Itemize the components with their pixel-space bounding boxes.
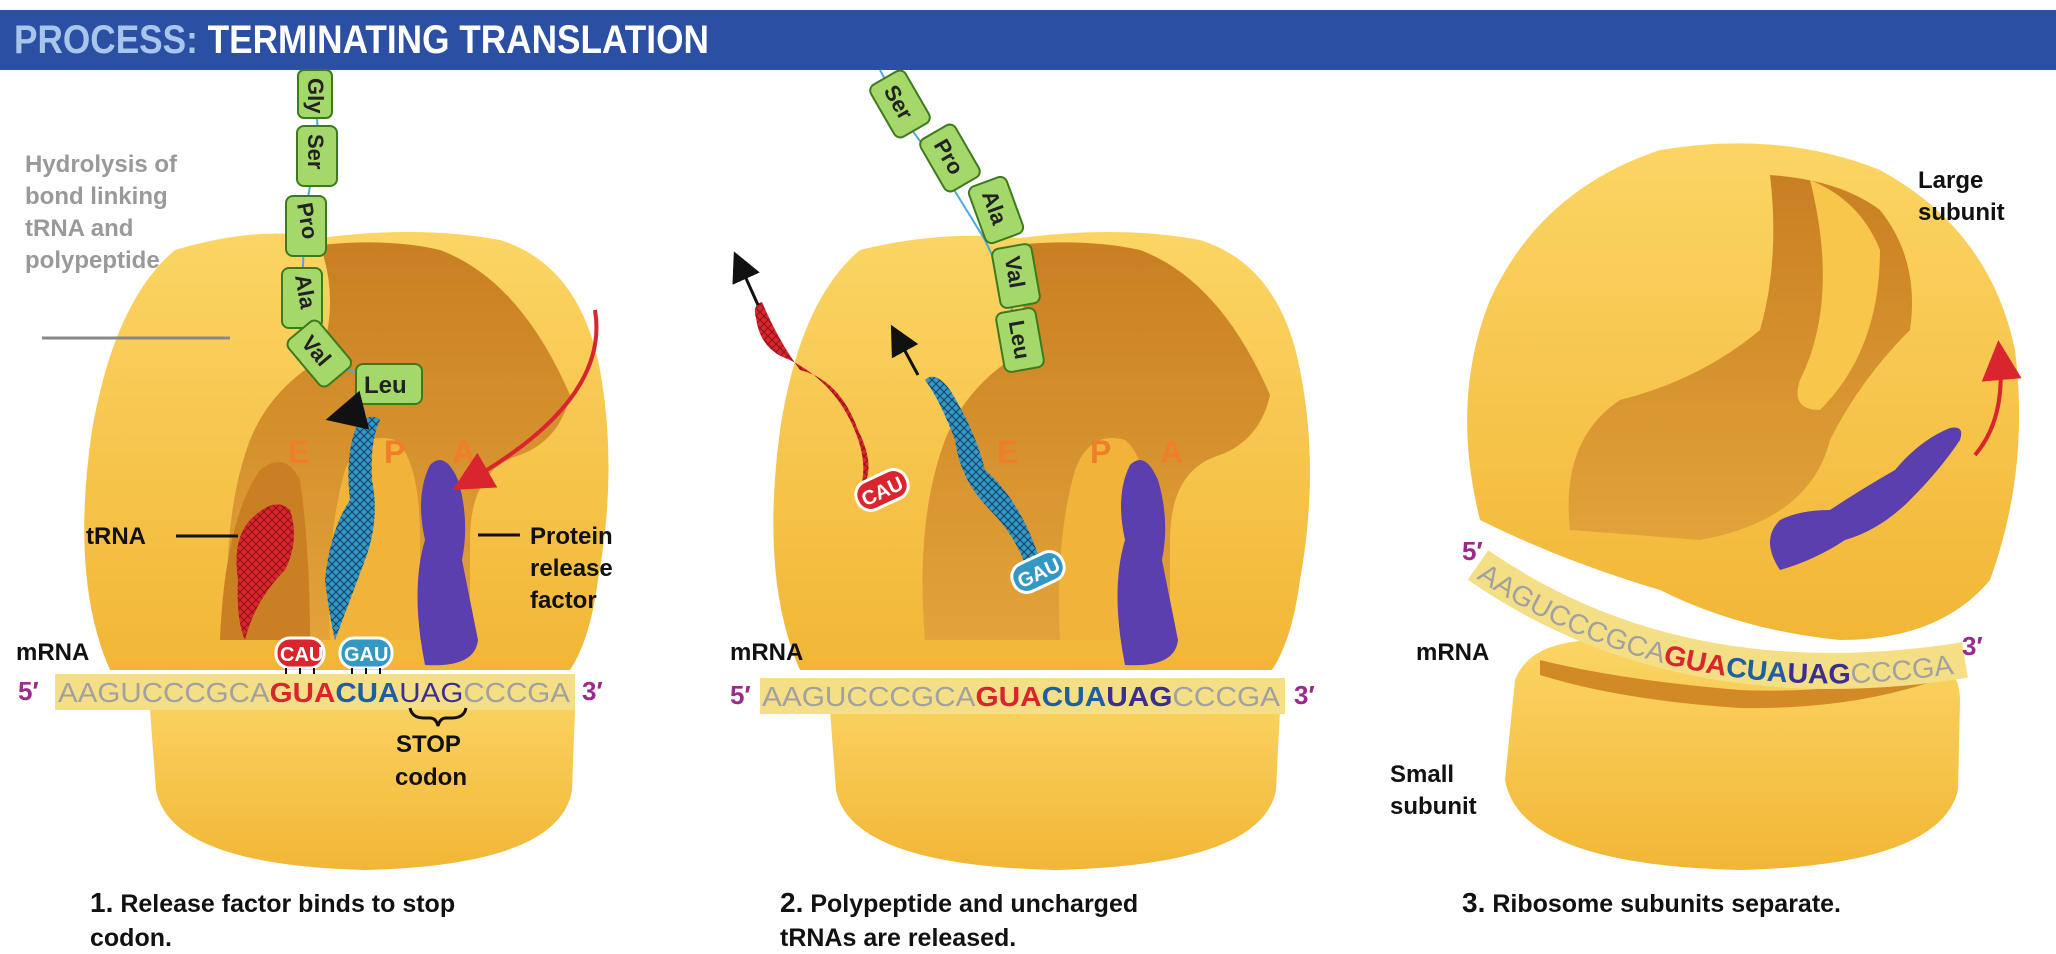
- small-subunit: [830, 686, 1280, 870]
- panel-2: E P A CAU GAU Ser Pro Ala Val Leu mRNA 5…: [730, 69, 1315, 952]
- release-factor: [1117, 460, 1178, 666]
- released-blue-trna: [925, 376, 1040, 580]
- anticodon-blue: GAU: [338, 636, 394, 670]
- blue-trna-exit-arrow: [890, 324, 920, 376]
- amino-acid-leu: Leu: [995, 307, 1045, 373]
- svg-text:Leu: Leu: [364, 372, 407, 399]
- banner-title: PROCESS: TERMINATING TRANSLATION: [14, 18, 709, 63]
- anticodon-red: CAU: [274, 636, 326, 670]
- mrna-5-prime: 5′: [18, 676, 39, 706]
- svg-text:Ala: Ala: [290, 273, 321, 312]
- title-banner: PROCESS: TERMINATING TRANSLATION: [0, 10, 2056, 70]
- amino-acid-pro: Pro: [285, 195, 327, 257]
- amino-acid-ser: Ser: [296, 125, 338, 187]
- ribosome-fold: [1797, 180, 1880, 410]
- mrna-3-prime: 3′: [582, 676, 603, 706]
- panel-1: E P A Gly Ser Pro Ala Val Leu Hydrolysis…: [16, 69, 619, 952]
- hydrolysis-arrow: [325, 390, 370, 430]
- mrna-5-prime: 5′: [730, 680, 751, 710]
- ribosome-cavity: [922, 242, 1270, 640]
- mrna-label: mRNA: [1416, 639, 1489, 666]
- svg-text:Gly: Gly: [303, 78, 328, 114]
- released-release-factor: [1770, 427, 1962, 570]
- banner-heading: TERMINATING TRANSLATION: [207, 18, 709, 62]
- mrna-3-prime: 3′: [1294, 680, 1315, 710]
- banner-prefix: PROCESS:: [14, 18, 198, 62]
- red-trna-exit-arrow: [732, 251, 760, 306]
- release-factor: [417, 460, 478, 666]
- red-trna: [236, 504, 294, 640]
- caption-2: 2. Polypeptide and uncharged tRNAs are r…: [780, 887, 1145, 952]
- mrna-5-prime: 5′: [1462, 536, 1483, 566]
- caption-3: 3. Ribosome subunits separate.: [1462, 887, 1841, 918]
- release-factor-entry-arrow: [452, 309, 599, 490]
- blue-trna: [325, 416, 380, 640]
- release-factor-exit-arrow: [1973, 340, 2022, 457]
- stop-codon-label: STOP codon: [395, 731, 467, 791]
- amino-acid-pro: Pro: [919, 123, 981, 193]
- svg-text:Val: Val: [1000, 254, 1030, 290]
- amino-acid-gly: Gly: [297, 69, 333, 119]
- amino-acid-val: Val: [991, 243, 1041, 309]
- anticodon-blue: GAU: [1010, 550, 1066, 594]
- release-factor-label: Protein release factor: [530, 523, 619, 614]
- mrna-label: mRNA: [730, 639, 803, 666]
- site-p-label: P: [384, 434, 405, 470]
- trna-label: tRNA: [86, 523, 146, 550]
- site-a-label: A: [452, 434, 475, 470]
- stop-codon-brace: [408, 707, 468, 727]
- caption-1: 1. Release factor binds to stop codon.: [90, 887, 462, 952]
- released-red-trna: [754, 302, 869, 490]
- site-p-label: P: [1090, 434, 1111, 470]
- amino-acid-ala: Ala: [967, 175, 1025, 245]
- mrna-strand: [1467, 550, 1968, 689]
- site-e-label: E: [997, 434, 1018, 470]
- small-subunit-label: Small subunit: [1390, 761, 1477, 820]
- amino-acid-ala: Ala: [281, 267, 323, 329]
- mrna-3-prime: 3′: [1962, 631, 1983, 661]
- small-subunit: [150, 686, 575, 870]
- mrna-label: mRNA: [16, 639, 89, 666]
- svg-text:GAU: GAU: [344, 644, 388, 666]
- small-subunit-groove: [1540, 660, 1950, 709]
- hydrolysis-label: Hydrolysis of bond linking tRNA and poly…: [25, 151, 184, 274]
- svg-text:CAU: CAU: [280, 644, 323, 666]
- amino-acid-ser: Ser: [869, 69, 931, 139]
- svg-text:Ser: Ser: [303, 134, 328, 170]
- site-e-label: E: [288, 434, 309, 470]
- amino-acid-leu: Leu: [355, 363, 423, 405]
- ribosome-cavity: [227, 242, 570, 640]
- mrna-strand: [760, 678, 1285, 714]
- large-subunit-label: Large subunit: [1918, 167, 2005, 226]
- mrna-strand: [55, 674, 575, 710]
- amino-acid-val: Val: [286, 319, 353, 388]
- site-a-label: A: [1160, 434, 1183, 470]
- panel-3: AAGUCCCGCAGUACUAUAGCCCGA 5′ 3′ mRNA Larg…: [1390, 143, 2022, 918]
